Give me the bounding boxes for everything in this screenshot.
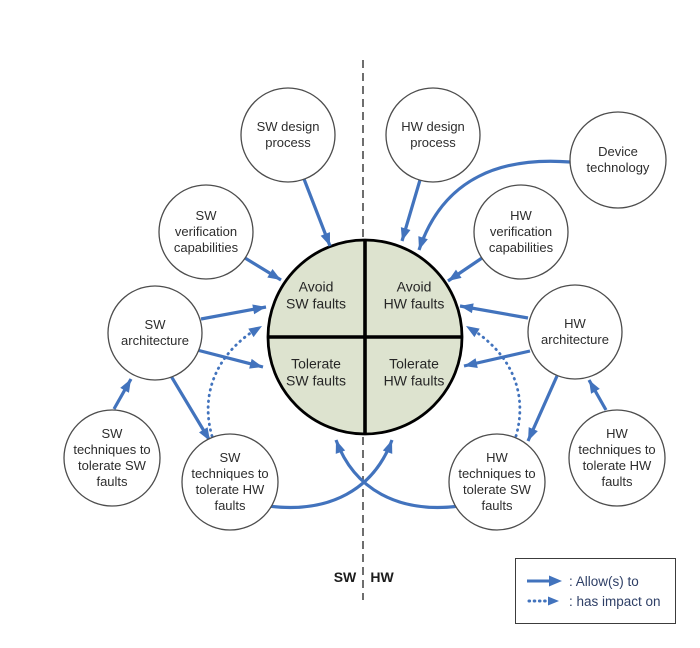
- arrowhead-hw-verification-to-avoid-hw: [448, 269, 462, 281]
- solid-arrow-icon: [527, 575, 562, 587]
- node-sw-techniques-tolerate-sw: [63, 409, 161, 507]
- arrow-hw-tech-sw-impact-on-center: [468, 326, 522, 438]
- legend-row-impact: : has impact on: [525, 594, 669, 609]
- legend-allows-label: : Allow(s) to: [569, 573, 639, 589]
- node-hw-architecture: [527, 284, 623, 380]
- nodes-layer: [63, 87, 667, 531]
- arrowhead-sw-architecture-to-tolerate-sw: [249, 358, 263, 369]
- arrowhead-hw-architecture-to-tolerate-hw: [464, 358, 478, 368]
- arrow-sw-tech-hw-impact-on-center: [206, 326, 260, 438]
- arrows-layer: [112, 159, 608, 509]
- arrowhead-hw-architecture-to-hw-tech-sw: [528, 427, 538, 441]
- sw-side-label: SW: [333, 569, 357, 585]
- dotted-arrow-icon: [527, 596, 559, 606]
- arrowhead-sw-tech-hw-to-tolerate-hw: [382, 440, 393, 454]
- node-sw-architecture: [107, 285, 203, 381]
- arrowhead-sw-architecture-to-sw-tech-hw: [199, 427, 210, 441]
- node-hw-techniques-tolerate-hw: [568, 409, 666, 507]
- node-sw-verification-capabilities: [158, 184, 254, 280]
- arrowhead-hw-architecture-to-avoid-hw: [460, 303, 474, 314]
- node-hw-verification-capabilities: [473, 184, 569, 280]
- arrowhead-sw-verification-to-avoid-sw: [267, 268, 281, 280]
- arrowhead-hw-tech-sw-to-tolerate-sw: [335, 440, 346, 454]
- node-hw-design-process: [385, 87, 481, 183]
- legend-impact-label: : has impact on: [569, 593, 661, 609]
- arrowhead-hw-design-to-avoid-hw: [400, 227, 411, 241]
- arrow-sw-tech-hw-to-tolerate-hw: [267, 439, 394, 509]
- node-hw-techniques-tolerate-sw: [448, 433, 546, 531]
- arrowhead-sw-tech-sw-to-sw-architecture: [120, 379, 131, 393]
- legend: : Allow(s) to : has impact on: [515, 558, 676, 624]
- arrow-hw-tech-sw-to-tolerate-sw: [334, 439, 461, 509]
- arrowhead-device-tech-to-avoid-hw: [418, 236, 428, 250]
- legend-row-allows: : Allow(s) to: [525, 574, 669, 589]
- central-circle-layer: [266, 238, 464, 436]
- arrowhead-hw-tech-hw-to-hw-architecture: [589, 380, 600, 394]
- node-sw-techniques-tolerate-hw: [181, 433, 279, 531]
- arrowhead-sw-design-to-avoid-sw: [320, 232, 330, 246]
- arrowhead-sw-architecture-to-avoid-sw: [252, 304, 266, 315]
- arrow-device-tech-to-avoid-hw: [417, 159, 571, 251]
- arrowhead-sw-tech-hw-impact-on-center: [248, 326, 262, 338]
- node-device-technology: [569, 111, 667, 209]
- arrowhead-hw-tech-sw-impact-on-center: [466, 326, 480, 338]
- node-sw-design-process: [240, 87, 336, 183]
- hw-side-label: HW: [370, 569, 394, 585]
